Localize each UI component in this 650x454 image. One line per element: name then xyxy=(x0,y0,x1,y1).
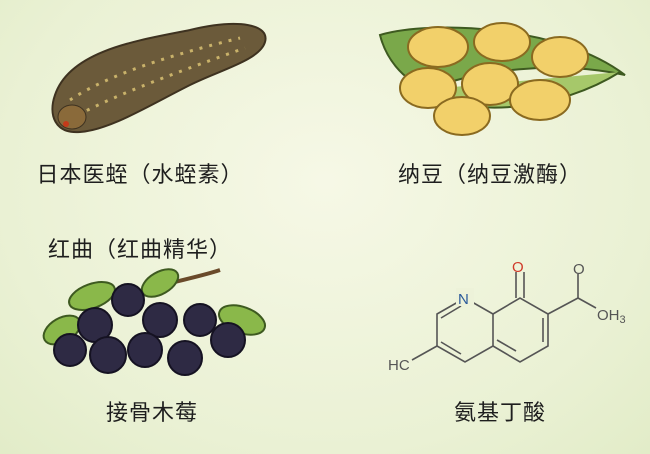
label-gaba: 氨基丁酸 xyxy=(453,401,547,426)
atom-n: N xyxy=(458,291,469,308)
atom-o-top: O xyxy=(573,261,585,278)
label-leech: 日本医蛭（水蛭素） xyxy=(36,163,244,188)
label-natto: 纳豆（纳豆激酶） xyxy=(397,163,583,188)
soybean-pod-icon xyxy=(378,22,626,136)
chemical-structure-icon xyxy=(411,272,597,363)
elderberries-icon xyxy=(42,268,266,376)
label-red-yeast-rice: 红曲（红曲精华） xyxy=(47,238,233,263)
leech-icon xyxy=(51,23,267,134)
label-elderberry: 接骨木莓 xyxy=(105,401,199,426)
atom-o-ketone: O xyxy=(512,259,524,276)
group-hc: HC xyxy=(388,357,410,374)
group-oh3: OH3 xyxy=(597,307,626,326)
